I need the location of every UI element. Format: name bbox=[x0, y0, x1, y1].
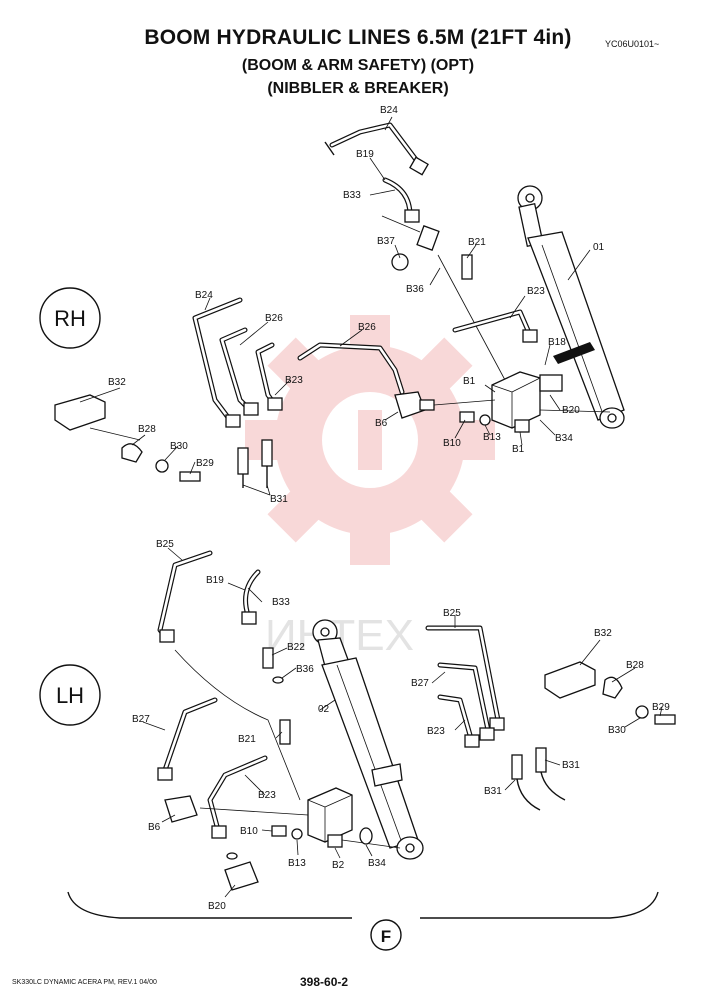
lh-label: LH bbox=[56, 683, 84, 708]
label-01: 01 bbox=[593, 242, 605, 253]
label-b28: B28 bbox=[138, 424, 156, 435]
label-b26-left: B26 bbox=[265, 313, 283, 324]
bracket-left bbox=[67, 891, 352, 919]
rh-valve-block bbox=[491, 371, 541, 433]
serial-code: YC06U0101~ bbox=[605, 39, 660, 49]
label-b33: B33 bbox=[343, 190, 361, 201]
label-b36-lh: B36 bbox=[296, 664, 314, 675]
label-b19-lh: B19 bbox=[206, 575, 224, 586]
label-b20-lh: B20 bbox=[208, 901, 226, 912]
label-b31-right-2: B31 bbox=[484, 786, 502, 797]
label-b19: B19 bbox=[356, 149, 374, 160]
label-b25-right: B25 bbox=[443, 608, 461, 619]
rh-cylinder bbox=[517, 185, 625, 429]
label-b6: B6 bbox=[375, 418, 388, 429]
label-b24: B24 bbox=[380, 105, 398, 116]
label-b34: B34 bbox=[555, 433, 573, 444]
label-b25: B25 bbox=[156, 539, 174, 550]
label-b32-lh: B32 bbox=[594, 628, 612, 639]
label-b29-lh: B29 bbox=[652, 702, 670, 713]
label-b31-right: B31 bbox=[562, 760, 580, 771]
label-02: 02 bbox=[318, 704, 330, 715]
footer-model: SK330LC DYNAMIC ACERA PM, REV.1 04/00 bbox=[12, 979, 157, 986]
label-b6-lh: B6 bbox=[148, 822, 161, 833]
label-b30: B30 bbox=[170, 441, 188, 452]
label-b28-lh: B28 bbox=[626, 660, 644, 671]
view-circle bbox=[370, 919, 402, 951]
label-b27-lh: B27 bbox=[132, 714, 150, 725]
label-b26: B26 bbox=[358, 322, 376, 333]
label-b10-lh: B10 bbox=[240, 826, 258, 837]
label-b13: B13 bbox=[483, 432, 501, 443]
label-b30-lh: B30 bbox=[608, 725, 626, 736]
label-b20: B20 bbox=[562, 405, 580, 416]
label-b27-right: B27 bbox=[411, 678, 429, 689]
view-label: F bbox=[381, 927, 391, 946]
label-b23: B23 bbox=[527, 286, 545, 297]
label-b1-lower: B1 bbox=[512, 444, 525, 455]
label-b37: B37 bbox=[377, 236, 395, 247]
label-b18: B18 bbox=[548, 337, 566, 348]
label-b34-lh: B34 bbox=[368, 858, 386, 869]
label-b31: B31 bbox=[270, 494, 288, 505]
page-number: 398-60-2 bbox=[300, 975, 349, 989]
page-subtitle: (BOOM & ARM SAFETY) (OPT) bbox=[241, 57, 475, 74]
label-b29: B29 bbox=[196, 458, 214, 469]
lh-cylinder bbox=[312, 619, 424, 860]
label-b24-left: B24 bbox=[195, 290, 213, 301]
label-b32: B32 bbox=[108, 377, 126, 388]
label-b36: B36 bbox=[406, 284, 424, 295]
label-b23-left: B23 bbox=[285, 375, 303, 386]
label-b10: B10 bbox=[443, 438, 461, 449]
label-b2: B2 bbox=[332, 860, 345, 871]
label-b1: B1 bbox=[463, 376, 476, 387]
label-b23-lh: B23 bbox=[258, 790, 276, 801]
label-b21: B21 bbox=[468, 237, 486, 248]
label-b22: B22 bbox=[287, 642, 305, 653]
rh-label: RH bbox=[54, 306, 86, 331]
page-title: BOOM HYDRAULIC LINES 6.5M (21FT 4in) bbox=[144, 26, 572, 49]
page-subtitle-2: (NIBBLER & BREAKER) bbox=[267, 80, 449, 97]
rh-circle bbox=[39, 287, 101, 349]
label-b23-right: B23 bbox=[427, 726, 445, 737]
label-b13-lh: B13 bbox=[288, 858, 306, 869]
label-b33-lh: B33 bbox=[272, 597, 290, 608]
label-b21-lh: B21 bbox=[238, 734, 256, 745]
lh-circle bbox=[39, 664, 101, 726]
bracket-right bbox=[420, 891, 659, 919]
lh-valve-block bbox=[307, 787, 353, 848]
